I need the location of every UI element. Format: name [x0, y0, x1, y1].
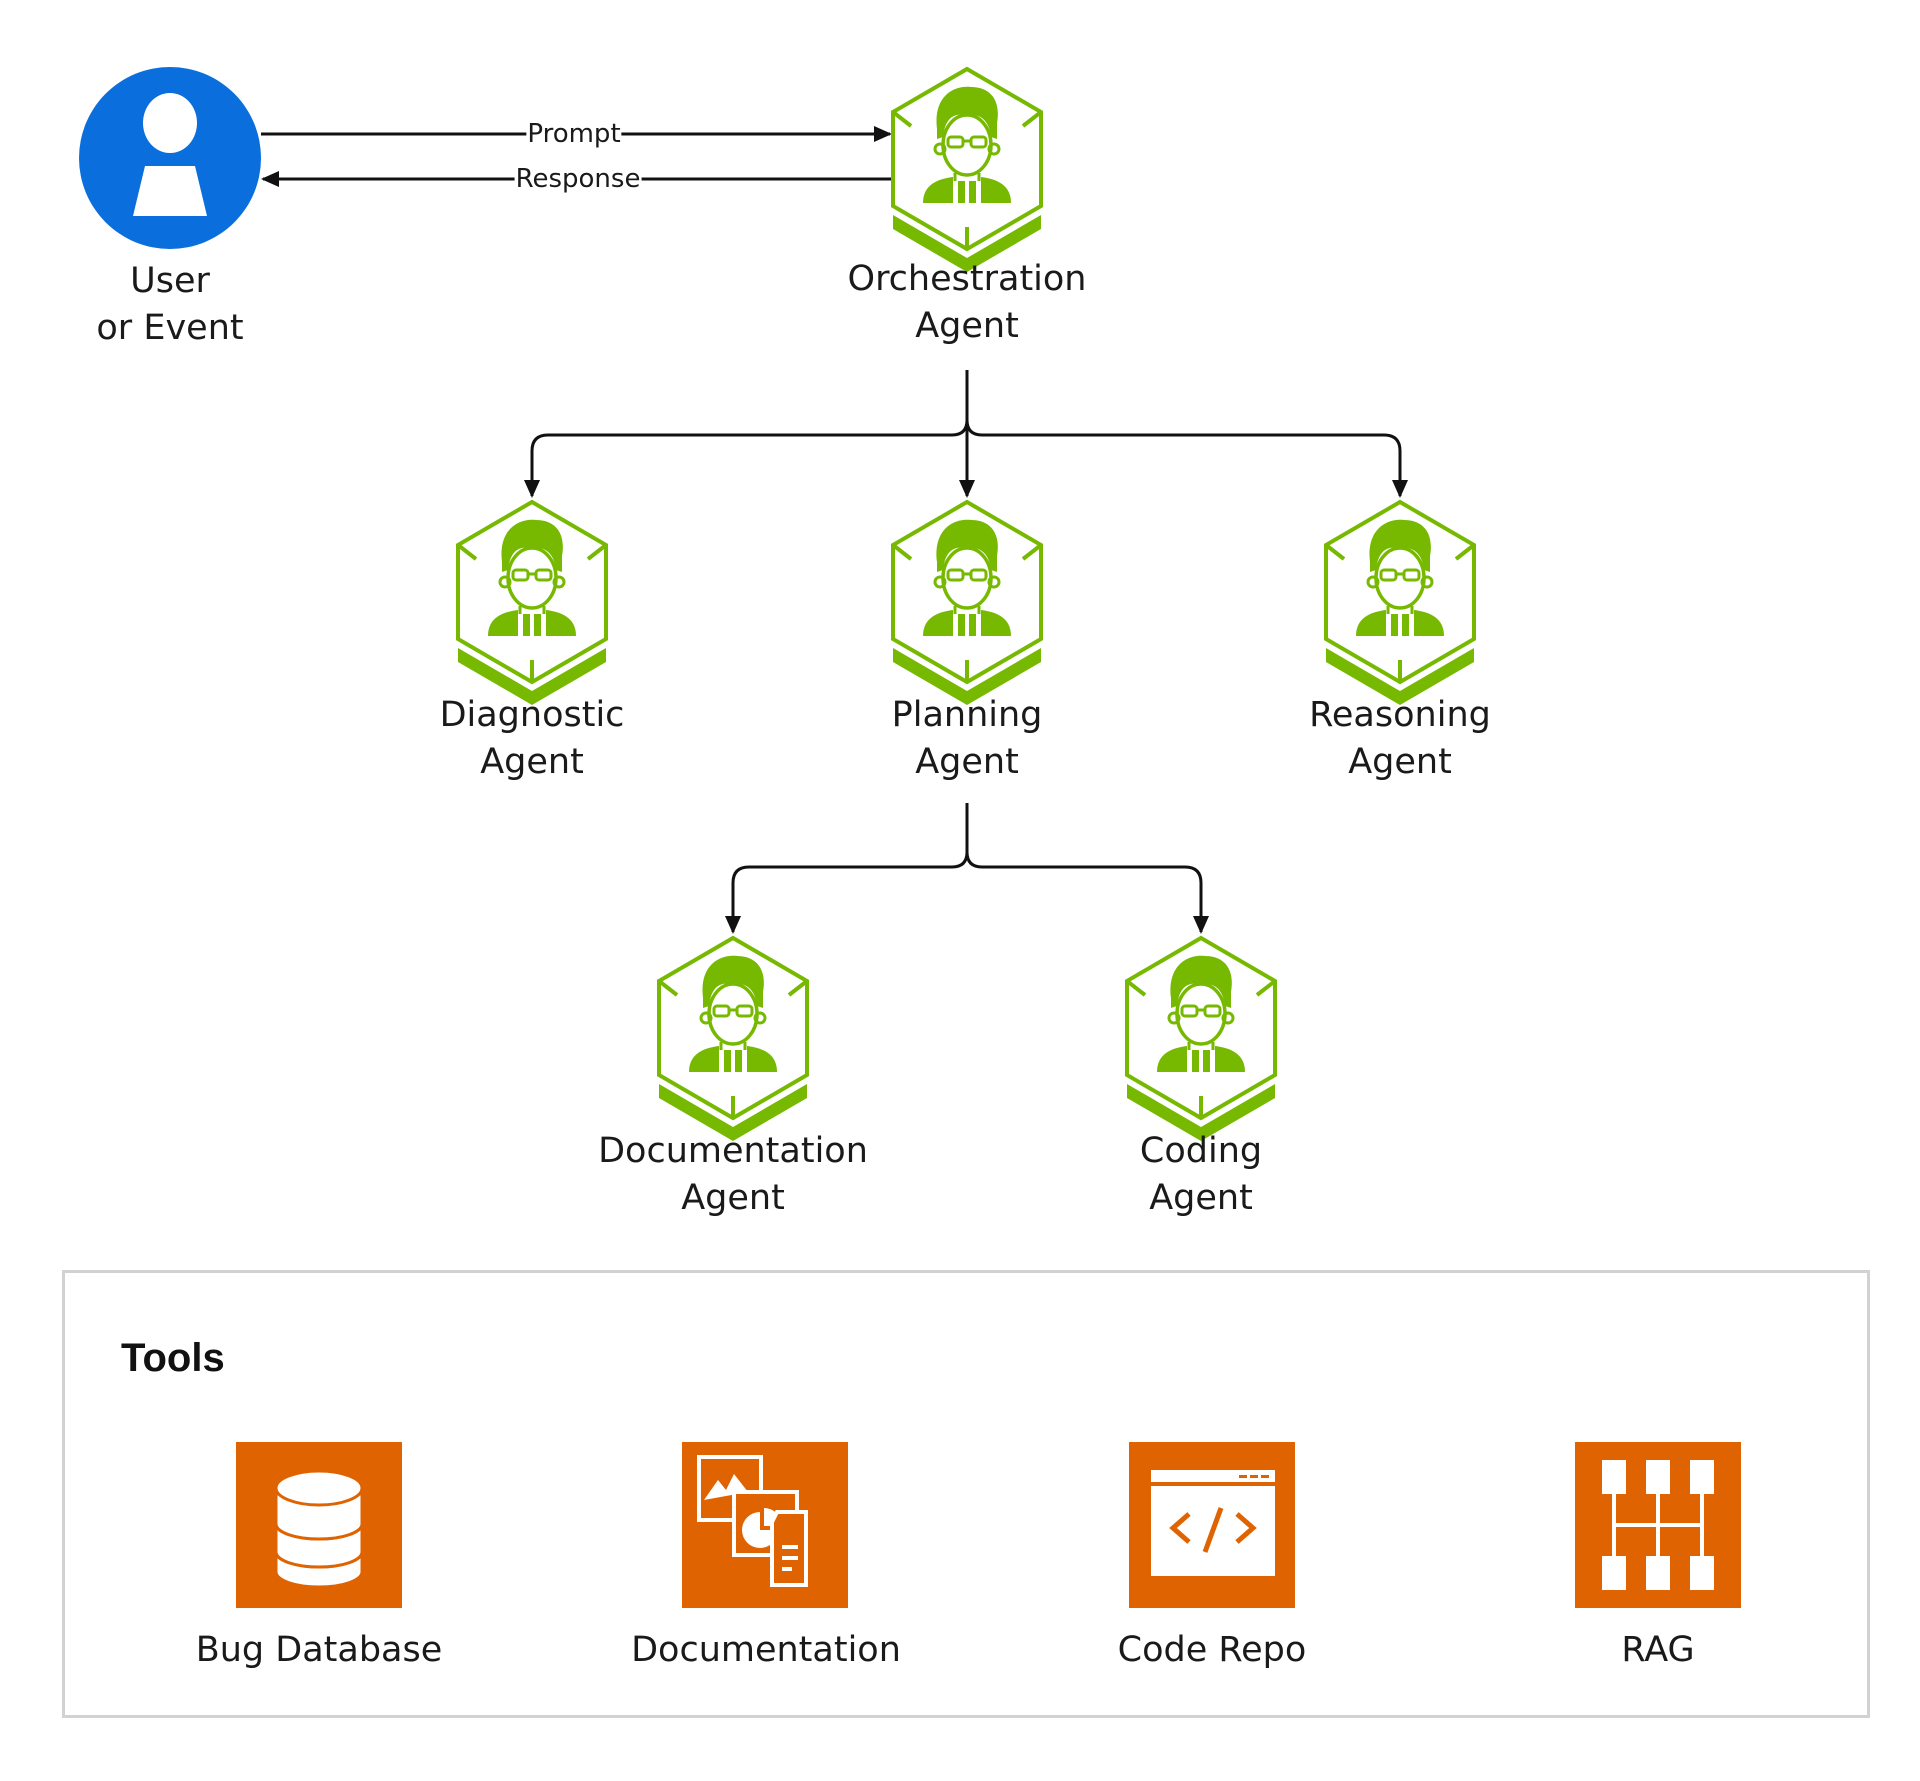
planning-agent-icon[interactable]	[891, 500, 1043, 707]
user-label-line2: or Event	[96, 308, 244, 348]
label-line2: Agent	[480, 742, 584, 782]
tool-label-bug-database: Bug Database	[195, 1630, 443, 1670]
label-line2: Agent	[1149, 1178, 1253, 1218]
orchestration-agent-label: Orchestration Agent	[848, 256, 1087, 350]
rag-network-icon[interactable]	[1575, 1442, 1741, 1608]
diagnostic-agent-label: Diagnostic Agent	[440, 692, 625, 786]
documentation-agent-label: Documentation Agent	[598, 1128, 868, 1222]
reasoning-agent-label: Reasoning Agent	[1309, 692, 1491, 786]
tool-label-code-repo: Code Repo	[1117, 1630, 1307, 1670]
label-line1: Documentation	[598, 1131, 868, 1171]
label-line1: Coding	[1139, 1131, 1263, 1171]
orchestration-branch-connector	[524, 370, 1408, 498]
user-icon	[79, 67, 261, 249]
response-label: Response	[514, 164, 642, 194]
label-line1: Planning	[891, 695, 1043, 735]
planning-agent-label: Planning Agent	[892, 692, 1043, 786]
tools-panel	[62, 1270, 1870, 1718]
label-line2: Agent	[915, 742, 1019, 782]
coding-agent-label: Coding Agent	[1140, 1128, 1262, 1222]
tool-label-rag: RAG	[1621, 1630, 1695, 1670]
label-line2: Agent	[681, 1178, 785, 1218]
user-label: User or Event	[96, 258, 243, 352]
user-label-line1: User	[130, 261, 210, 301]
label-line1: Diagnostic	[439, 695, 625, 735]
reasoning-agent-icon[interactable]	[1324, 500, 1476, 707]
documents-icon[interactable]	[682, 1442, 848, 1608]
label-line2: Agent	[1348, 742, 1452, 782]
planning-branch-connector	[725, 803, 1209, 934]
documentation-agent-icon[interactable]	[657, 936, 809, 1143]
tools-title: Tools	[121, 1336, 225, 1380]
prompt-label: Prompt	[526, 119, 622, 149]
label-line1: Orchestration	[847, 259, 1087, 299]
coding-agent-icon[interactable]	[1125, 936, 1277, 1143]
label-line2: Agent	[915, 306, 1019, 346]
diagnostic-agent-icon[interactable]	[456, 500, 608, 707]
tool-label-documentation: Documentation	[631, 1630, 901, 1670]
database-icon[interactable]	[236, 1442, 402, 1608]
label-line1: Reasoning	[1309, 695, 1491, 735]
code-window-icon[interactable]	[1129, 1442, 1295, 1608]
orchestration-agent-icon[interactable]	[891, 67, 1043, 274]
